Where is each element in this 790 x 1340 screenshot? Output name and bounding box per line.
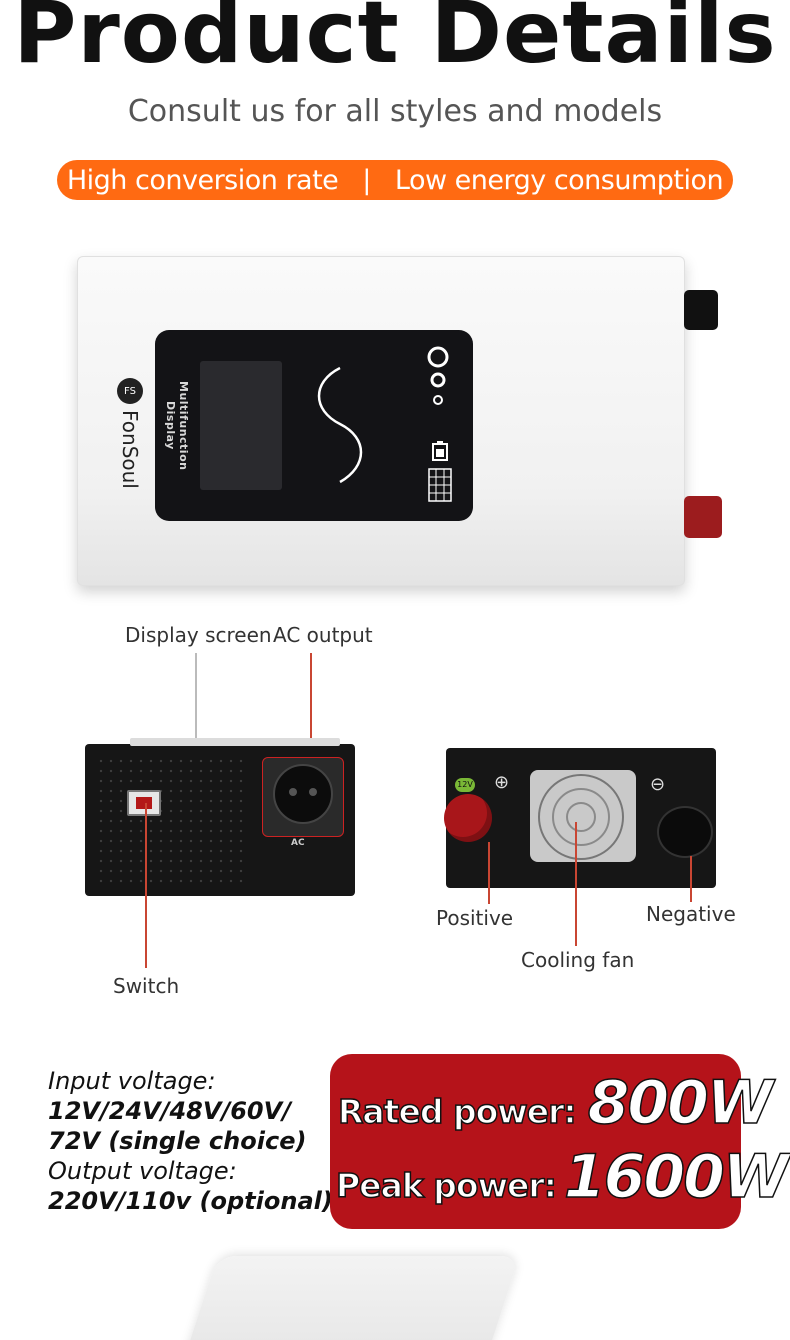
page-title: Product Details xyxy=(13,0,777,83)
feature-separator: | xyxy=(362,164,371,196)
sine-wave-icon xyxy=(317,366,363,484)
front-top-strip xyxy=(130,738,340,746)
ac-socket-label: AC xyxy=(291,838,305,848)
plus-symbol-icon: ⊕ xyxy=(494,772,510,793)
callout-line-display xyxy=(195,653,197,743)
input-voltage-line1: 12V/24V/48V/60V/ xyxy=(48,1097,291,1125)
brand-logo-icon: FS xyxy=(117,378,143,404)
callout-switch: Switch xyxy=(113,974,180,998)
minus-symbol-icon: ⊖ xyxy=(650,774,666,795)
voltage-badge: 12V xyxy=(455,778,475,792)
indicator-leds-icon xyxy=(427,346,449,405)
callout-line-ac xyxy=(310,653,312,753)
callout-line-positive xyxy=(488,842,490,904)
input-voltage-label: Input voltage: xyxy=(48,1067,216,1095)
battery-icon xyxy=(432,441,448,461)
callout-line-negative xyxy=(690,856,692,902)
callout-line-fan xyxy=(575,822,577,946)
negative-terminal-top xyxy=(684,290,718,330)
output-voltage-label: Output voltage: xyxy=(48,1157,237,1185)
page-subtitle: Consult us for all styles and models xyxy=(127,94,663,129)
cooling-fan xyxy=(530,770,636,862)
brand-mark: FS FonSoul xyxy=(110,378,150,498)
output-voltage-value: 220V/110v (optional) xyxy=(48,1187,333,1215)
vent-holes xyxy=(96,756,246,886)
peak-power-value: 1600W xyxy=(563,1141,790,1213)
panel-label: Multifunction Display xyxy=(164,380,190,471)
rated-power-value: 800W xyxy=(587,1067,774,1139)
positive-terminal xyxy=(444,794,492,842)
power-switch xyxy=(127,790,161,816)
negative-terminal xyxy=(657,806,713,858)
inverter-partial-view xyxy=(178,1256,520,1340)
feature-left: High conversion rate xyxy=(66,164,339,196)
input-voltage-line2: 72V (single choice) xyxy=(48,1127,307,1155)
peak-power-row: Peak power: 1600W xyxy=(335,1141,790,1213)
callout-cooling-fan: Cooling fan xyxy=(521,948,635,972)
rated-power-label: Rated power: xyxy=(337,1091,577,1132)
callout-negative: Negative xyxy=(646,902,736,926)
feature-banner: High conversion rate | Low energy consum… xyxy=(57,160,733,200)
solar-panel-icon xyxy=(428,468,452,502)
voltage-specs: Input voltage: 12V/24V/48V/60V/ 72V (sin… xyxy=(48,1066,333,1216)
ac-socket xyxy=(262,757,344,837)
feature-right: Low energy consumption xyxy=(394,164,724,196)
brand-name: FonSoul xyxy=(118,410,142,489)
callout-ac-output: AC output xyxy=(273,623,373,647)
power-rating-box: Rated power: 800W Peak power: 1600W xyxy=(330,1054,790,1229)
callout-line-switch xyxy=(145,803,147,968)
positive-terminal-top xyxy=(684,496,722,538)
callout-positive: Positive xyxy=(436,906,514,930)
peak-power-label: Peak power: xyxy=(335,1165,557,1206)
rated-power-row: Rated power: 800W xyxy=(337,1067,774,1139)
callout-display-screen: Display screen xyxy=(125,623,272,647)
lcd-screen xyxy=(200,361,282,490)
